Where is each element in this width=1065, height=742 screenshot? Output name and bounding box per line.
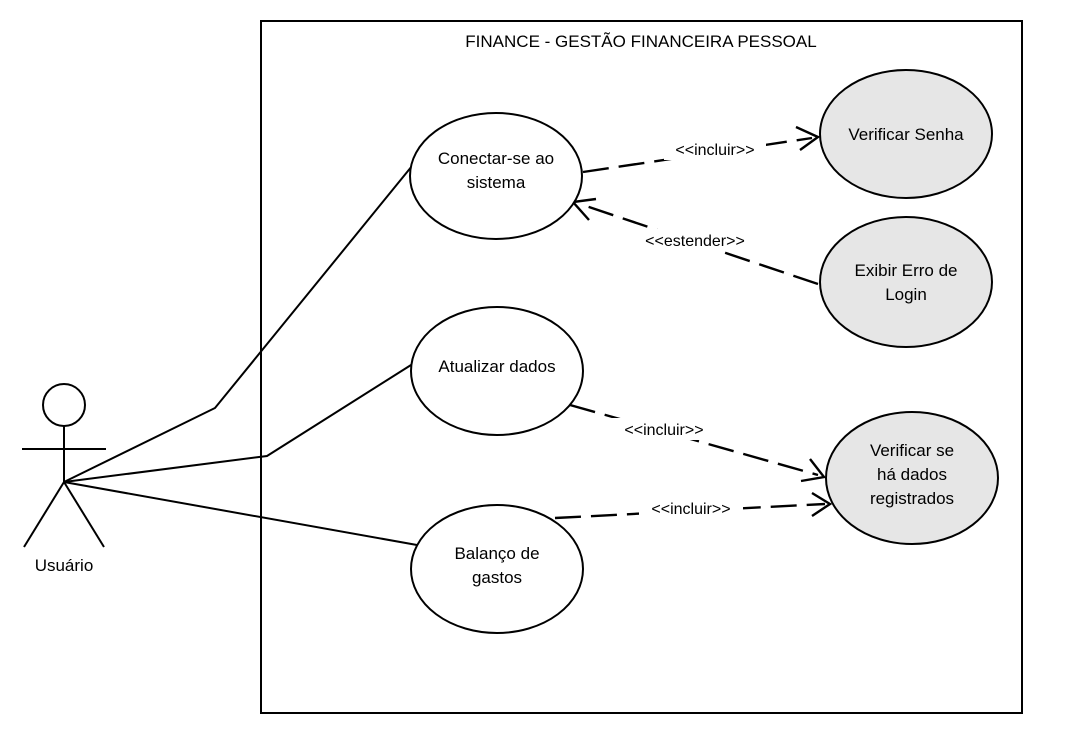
use-case-check-data-line-3: registrados (870, 489, 954, 508)
include-update-arrowhead (800, 458, 827, 483)
use-case-balance[interactable]: Balanço de gastos (410, 504, 584, 634)
use-case-login[interactable]: Conectar-se ao sistema (409, 112, 583, 240)
use-case-login-error-line-1: Exibir Erro de (855, 261, 958, 280)
use-case-login-line-2: sistema (467, 173, 526, 192)
use-case-login-line-1: Conectar-se ao (438, 149, 554, 168)
use-case-balance-line-1: Balanço de (454, 544, 539, 563)
system-title: FINANCE - GESTÃO FINANCEIRA PESSOAL (465, 32, 816, 51)
actor-name: Usuário (35, 556, 94, 575)
use-case-login-error-line-2: Login (885, 285, 927, 304)
use-case-balance-line-2: gastos (472, 568, 522, 587)
use-case-login-error-shape (819, 216, 993, 348)
include-balance-label: <<incluir>> (651, 501, 730, 518)
actor-head (42, 383, 86, 427)
use-case-check-data-shape (825, 411, 999, 545)
association-login (63, 165, 413, 483)
use-case-update-shape (410, 306, 584, 436)
extend-login-label: <<estender>> (645, 233, 745, 250)
use-case-check-password-shape (819, 69, 993, 199)
include-balance-arrowhead (811, 491, 833, 517)
use-case-check-data[interactable]: Verificar se há dados registrados (825, 411, 999, 545)
association-balance (63, 481, 418, 546)
actor-usuario: Usuário (22, 383, 106, 575)
include-update-label: <<incluir>> (624, 422, 703, 439)
actor-left-leg (23, 481, 65, 548)
use-case-update-line-1: Atualizar dados (438, 357, 555, 376)
use-case-check-password[interactable]: Verificar Senha (819, 69, 993, 199)
use-case-login-shape (409, 112, 583, 240)
use-case-check-data-line-2: há dados (877, 465, 947, 484)
association-update (63, 364, 412, 483)
include-login-label: <<incluir>> (675, 142, 754, 159)
extend-login-arrowhead (570, 197, 597, 221)
system-boundary (260, 20, 1023, 714)
use-case-check-data-line-1: Verificar se (870, 441, 954, 460)
use-case-login-error[interactable]: Exibir Erro de Login (819, 216, 993, 348)
include-balance-check-data (554, 502, 826, 520)
actor-right-leg (63, 481, 105, 548)
use-case-check-password-line-1: Verificar Senha (848, 125, 964, 144)
use-case-balance-shape (410, 504, 584, 634)
use-case-update[interactable]: Atualizar dados (410, 306, 584, 436)
include-login-arrowhead (795, 125, 821, 151)
